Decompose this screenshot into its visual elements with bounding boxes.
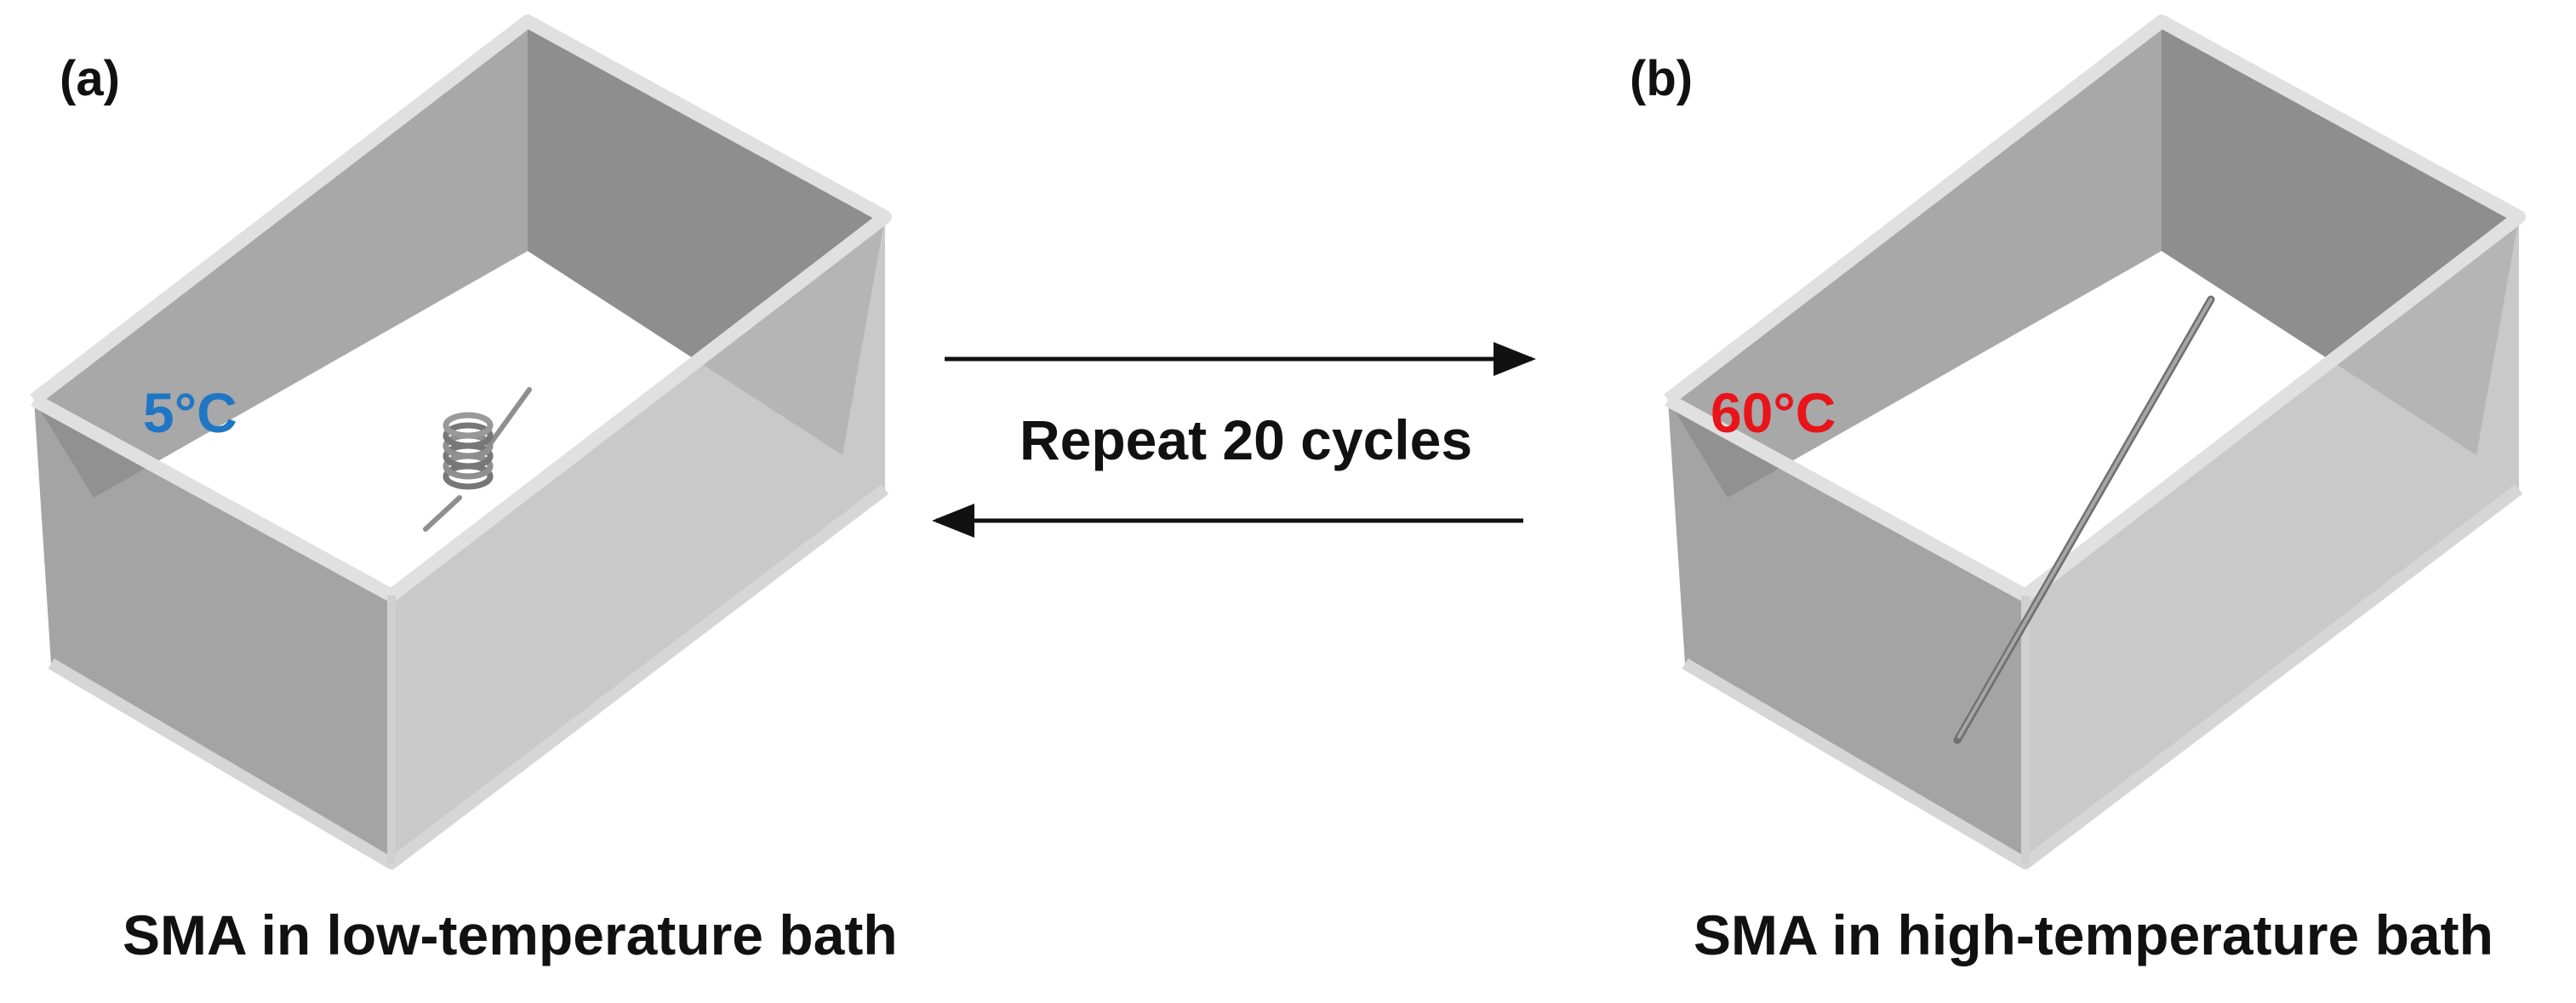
temperature-low-label: 5°C	[143, 381, 237, 444]
tank-a-front-left-wall	[34, 400, 391, 863]
tank-low-temperature	[30, 14, 892, 869]
tank-b-back-left-wall	[1668, 21, 2162, 498]
panel-a-tag: (a)	[60, 51, 120, 106]
tank-a-rim	[30, 14, 892, 602]
tank-b-front-left-wall	[1668, 400, 2025, 863]
temperature-high-label: 60°C	[1711, 381, 1836, 444]
cycles-label: Repeat 20 cycles	[1020, 408, 1473, 471]
tank-b-front-right-wall	[2025, 217, 2519, 863]
tank-a-back-left-wall	[34, 21, 528, 498]
sma-coil-wire	[423, 387, 532, 532]
caption-high-temperature: SMA in high-temperature bath	[1694, 903, 2493, 966]
tank-high-temperature	[1664, 14, 2526, 869]
tank-b-rim	[1664, 14, 2526, 602]
sma-straight-rod	[1953, 295, 2215, 744]
tank-a-front-right-wall	[391, 217, 885, 863]
panel-b-tag: (b)	[1630, 51, 1694, 106]
caption-low-temperature: SMA in low-temperature bath	[123, 903, 898, 966]
